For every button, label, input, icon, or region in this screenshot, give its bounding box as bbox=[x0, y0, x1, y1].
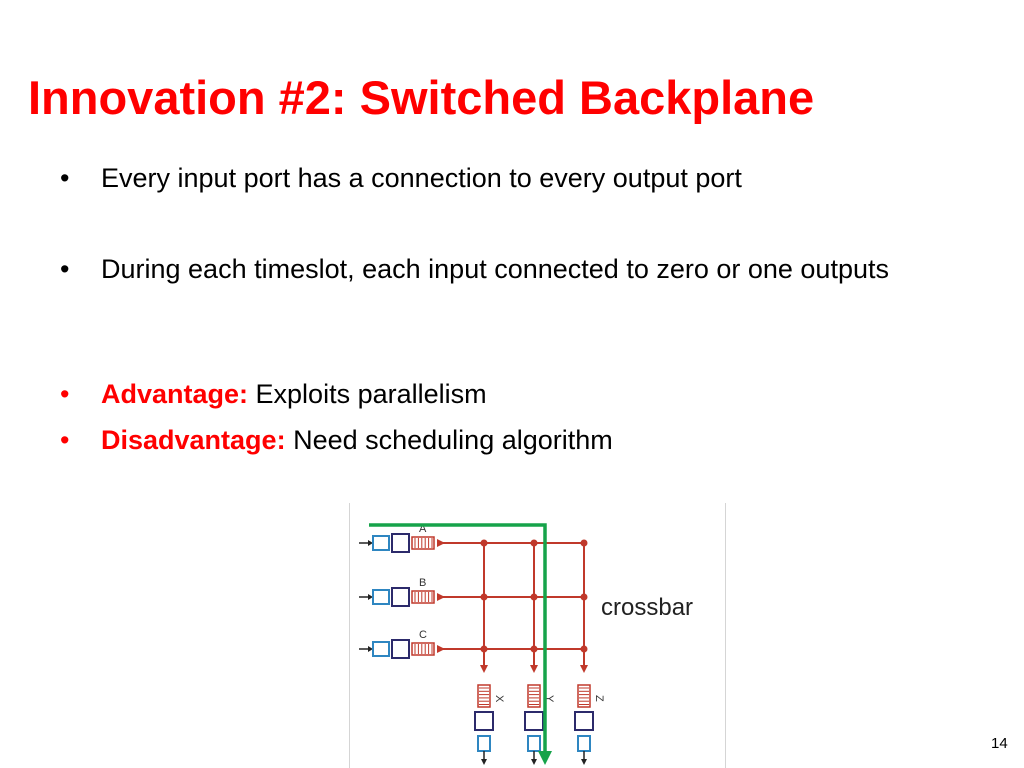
bullet-glyph: • bbox=[60, 425, 70, 455]
output-port-label: Z bbox=[593, 695, 605, 702]
column-arrow-icon bbox=[480, 665, 488, 673]
bullet-glyph: • bbox=[60, 163, 70, 193]
output-outer-buffer bbox=[527, 735, 541, 752]
bullet-keyword: Advantage: bbox=[101, 379, 249, 409]
input-arrow-icon bbox=[368, 646, 373, 652]
crosspoint-dot bbox=[480, 593, 488, 601]
ports: A B C X Y Z bbox=[359, 523, 605, 765]
input-outer-buffer bbox=[372, 641, 390, 657]
crosspoint-dot bbox=[580, 645, 588, 653]
input-inner-buffer bbox=[391, 533, 410, 553]
output-inner-buffer bbox=[474, 711, 494, 731]
switched-path-line bbox=[369, 523, 547, 761]
output-arrow-icon bbox=[581, 759, 587, 765]
input-arrow-icon bbox=[368, 594, 373, 600]
input-outer-buffer bbox=[372, 535, 390, 551]
crosspoint-dot bbox=[580, 539, 588, 547]
crosspoint-dot bbox=[530, 539, 538, 547]
column-arrow-icon bbox=[530, 665, 538, 673]
input-outer-buffer bbox=[372, 589, 390, 605]
crossbar-grid bbox=[437, 539, 588, 673]
switched-path-arrow-icon bbox=[538, 751, 552, 765]
row-arrow-icon bbox=[437, 645, 445, 653]
bullet-text: Every input port has a connection to eve… bbox=[101, 163, 742, 193]
crosspoint-dot bbox=[480, 645, 488, 653]
input-inner-buffer bbox=[391, 639, 410, 659]
output-arrow-icon bbox=[531, 759, 537, 765]
row-arrow-icon bbox=[437, 593, 445, 601]
crosspoint-dot bbox=[530, 593, 538, 601]
crosspoint-dot bbox=[580, 593, 588, 601]
input-port-label: B bbox=[419, 577, 426, 589]
output-outer-buffer bbox=[577, 735, 591, 752]
input-port-label: C bbox=[419, 629, 427, 641]
crosspoint-dot bbox=[530, 645, 538, 653]
bullet-keyword: Disadvantage: bbox=[101, 425, 286, 455]
input-port-label: A bbox=[419, 523, 427, 535]
switched-path bbox=[369, 523, 552, 765]
output-outer-buffer bbox=[477, 735, 491, 752]
page-number: 14 bbox=[991, 735, 1008, 752]
crossbar-diagram: A B C X Y Z crossbar bbox=[349, 503, 726, 768]
column-arrow-icon bbox=[580, 665, 588, 673]
output-inner-buffer bbox=[574, 711, 594, 731]
input-arrow-icon bbox=[368, 540, 373, 546]
output-inner-buffer bbox=[524, 711, 544, 731]
input-inner-buffer bbox=[391, 587, 410, 607]
bullet-text: During each timeslot, each input connect… bbox=[101, 254, 889, 284]
bullet-text: Exploits parallelism bbox=[248, 379, 487, 409]
bullet-text: Need scheduling algorithm bbox=[285, 425, 613, 455]
crosspoint-dot bbox=[480, 539, 488, 547]
output-arrow-icon bbox=[481, 759, 487, 765]
bullet-glyph: • bbox=[60, 379, 70, 409]
slide-title: Innovation #2: Switched Backplane bbox=[28, 71, 815, 124]
output-port-label: Y bbox=[543, 695, 555, 703]
output-port-label: X bbox=[493, 695, 505, 703]
bullet-glyph: • bbox=[60, 254, 70, 284]
row-arrow-icon bbox=[437, 539, 445, 547]
crossbar-label: crossbar bbox=[601, 594, 693, 621]
